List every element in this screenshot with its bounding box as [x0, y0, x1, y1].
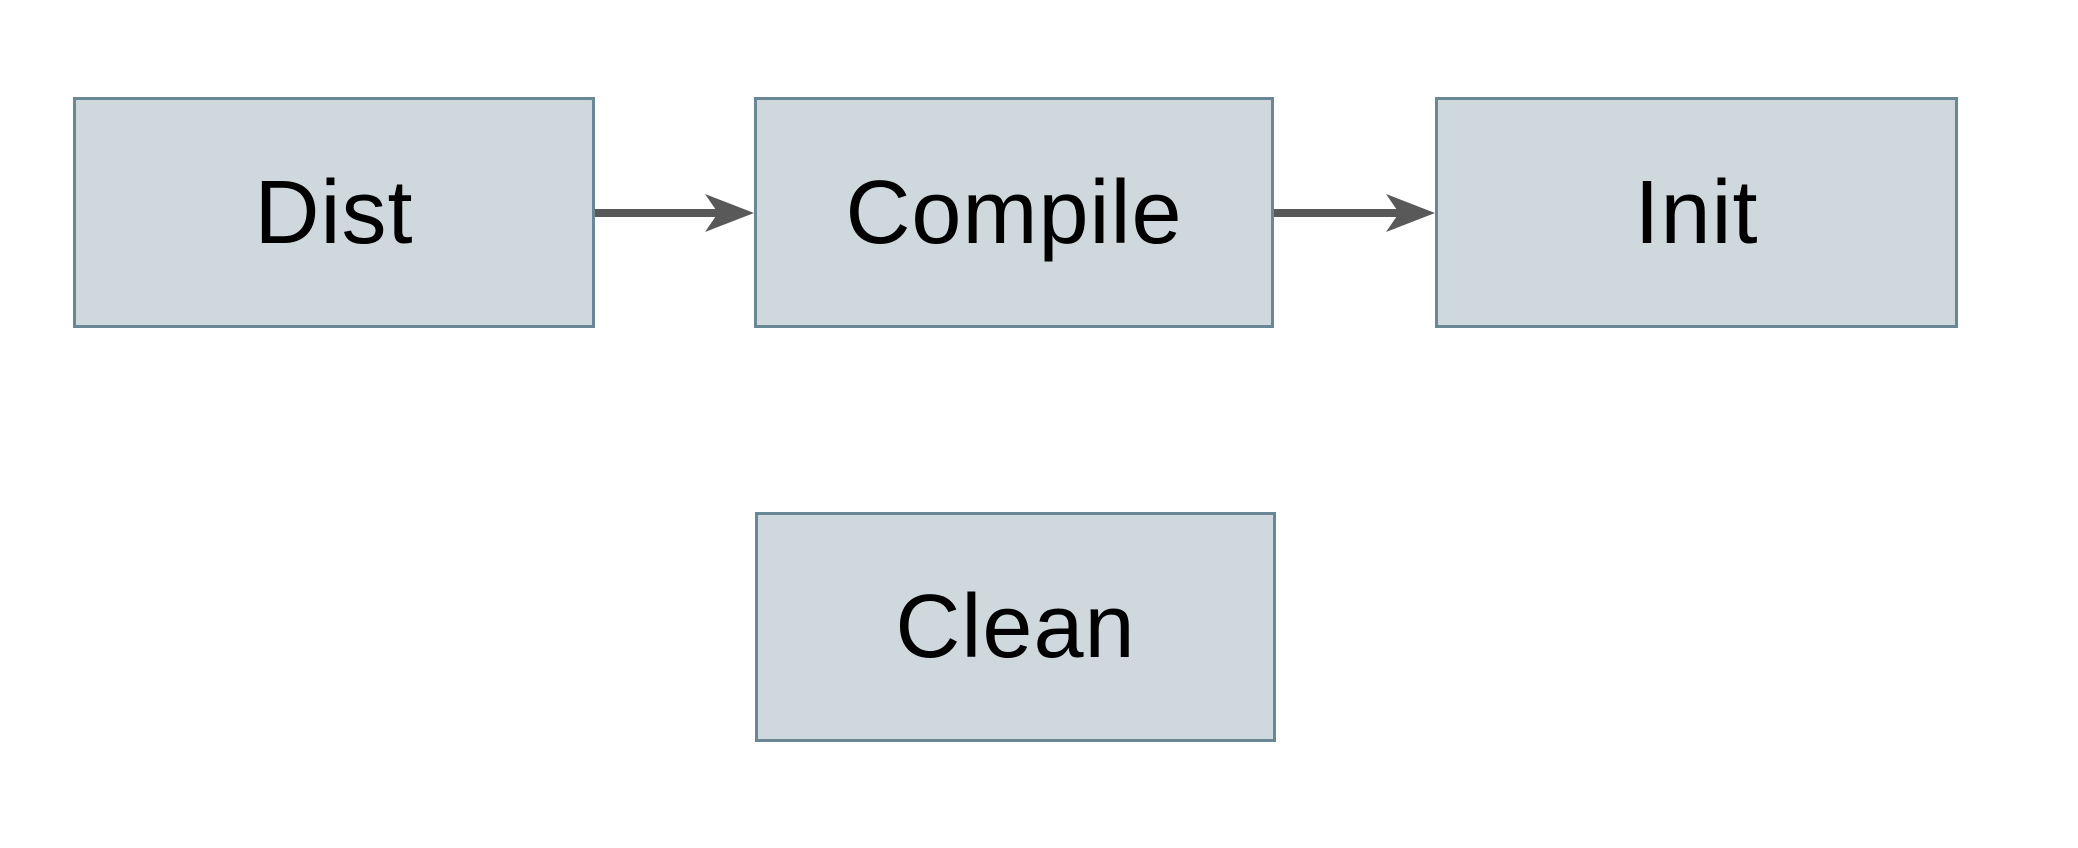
node-init[interactable]: Init — [1435, 97, 1958, 328]
arrow-dist-to-compile[interactable] — [595, 194, 754, 232]
node-compile-label: Compile — [845, 162, 1183, 263]
node-dist-label: Dist — [254, 162, 414, 263]
node-dist[interactable]: Dist — [73, 97, 595, 328]
arrow-compile-to-init[interactable] — [1274, 194, 1435, 232]
node-clean-label: Clean — [895, 577, 1136, 677]
node-compile[interactable]: Compile — [754, 97, 1274, 328]
node-clean[interactable]: Clean — [755, 512, 1276, 742]
node-init-label: Init — [1634, 162, 1759, 263]
